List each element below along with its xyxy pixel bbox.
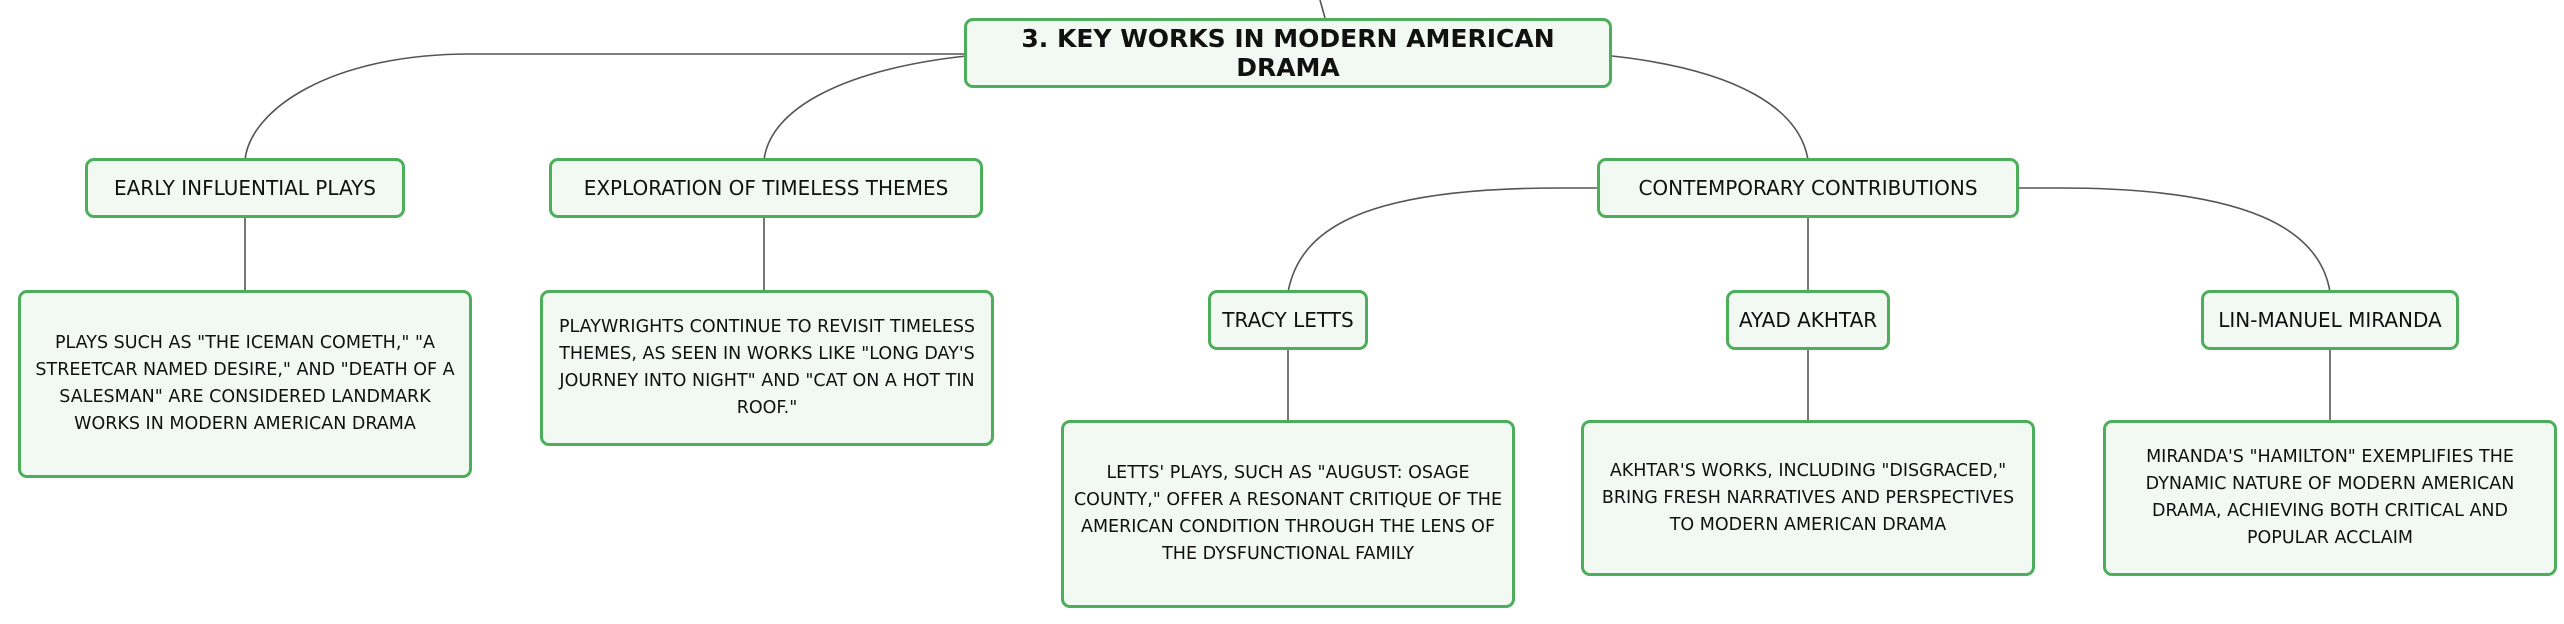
detail-node-early-influential-plays[interactable]: PLAYS SUCH AS "THE ICEMAN COMETH," "A ST… bbox=[18, 290, 472, 478]
subbranch-node-tracy-letts[interactable]: TRACY LETTS bbox=[1208, 290, 1368, 350]
connector-root-to-early-plays bbox=[244, 53, 966, 161]
detail-node-lin-manuel-miranda[interactable]: MIRANDA'S "HAMILTON" EXEMPLIFIES THE DYN… bbox=[2103, 420, 2557, 576]
branch-node-exploration-of-timeless-themes[interactable]: EXPLORATION OF TIMELESS THEMES bbox=[549, 158, 983, 218]
detail-text: PLAYS SUCH AS "THE ICEMAN COMETH," "A ST… bbox=[35, 333, 455, 434]
connector-contemporary-to-miranda bbox=[2018, 187, 2331, 293]
subbranch-label: TRACY LETTS bbox=[1222, 308, 1354, 332]
connector-root-to-timeless-themes bbox=[763, 55, 967, 161]
connector-root-to-contemporary bbox=[1611, 55, 1809, 161]
root-topic-node[interactable]: 3. KEY WORKS IN MODERN AMERICAN DRAMA bbox=[964, 18, 1612, 88]
branch-node-early-influential-plays[interactable]: EARLY INFLUENTIAL PLAYS bbox=[85, 158, 405, 218]
detail-node-tracy-letts[interactable]: LETTS' PLAYS, SUCH AS "AUGUST: OSAGE COU… bbox=[1061, 420, 1515, 608]
subbranch-node-ayad-akhtar[interactable]: AYAD AKHTAR bbox=[1726, 290, 1890, 350]
connector-incoming-root bbox=[1319, 0, 1326, 19]
branch-label: EARLY INFLUENTIAL PLAYS bbox=[113, 176, 377, 200]
branch-node-contemporary-contributions[interactable]: CONTEMPORARY CONTRIBUTIONS bbox=[1597, 158, 2019, 218]
detail-text: AKHTAR'S WORKS, INCLUDING "DISGRACED," B… bbox=[1601, 460, 2015, 535]
branch-label: EXPLORATION OF TIMELESS THEMES bbox=[583, 176, 949, 200]
detail-text: MIRANDA'S "HAMILTON" EXEMPLIFIES THE DYN… bbox=[2145, 447, 2515, 548]
subbranch-label: AYAD AKHTAR bbox=[1738, 308, 1878, 332]
detail-node-exploration-of-timeless-themes[interactable]: PLAYWRIGHTS CONTINUE TO REVISIT TIMELESS… bbox=[540, 290, 994, 446]
subbranch-label: LIN-MANUEL MIRANDA bbox=[2218, 308, 2442, 332]
subbranch-node-lin-manuel-miranda[interactable]: LIN-MANUEL MIRANDA bbox=[2201, 290, 2459, 350]
detail-node-ayad-akhtar[interactable]: AKHTAR'S WORKS, INCLUDING "DISGRACED," B… bbox=[1581, 420, 2035, 576]
root-topic-label: 3. KEY WORKS IN MODERN AMERICAN DRAMA bbox=[1021, 24, 1555, 82]
branch-label: CONTEMPORARY CONTRIBUTIONS bbox=[1638, 176, 1978, 200]
detail-text: PLAYWRIGHTS CONTINUE TO REVISIT TIMELESS… bbox=[558, 317, 976, 418]
connector-contemporary-to-tracy-letts bbox=[1287, 187, 1598, 293]
detail-text: LETTS' PLAYS, SUCH AS "AUGUST: OSAGE COU… bbox=[1073, 463, 1503, 564]
